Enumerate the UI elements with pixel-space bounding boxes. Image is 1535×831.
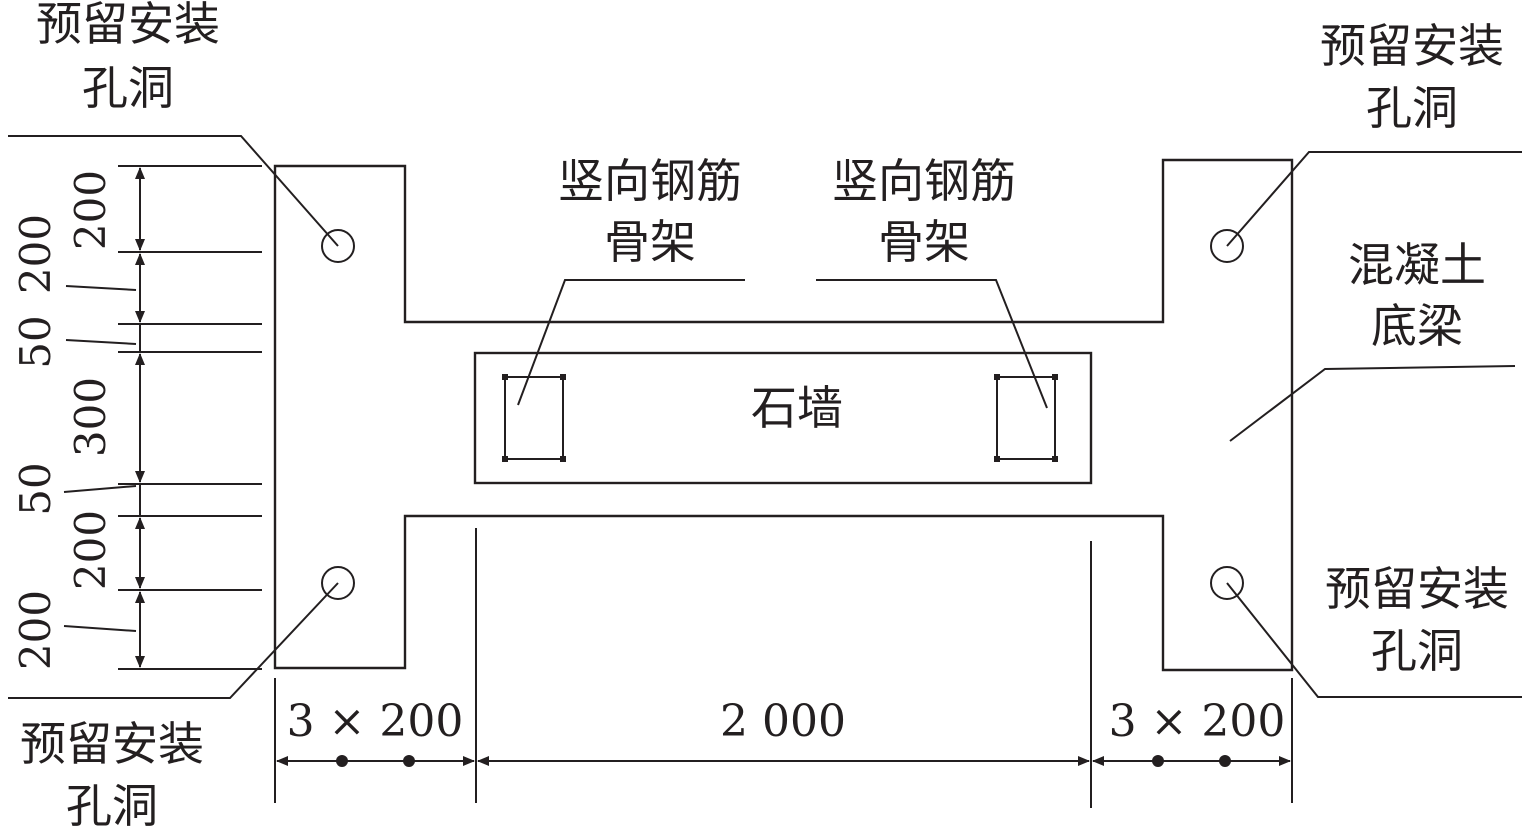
svg-text:200: 200 bbox=[11, 590, 60, 670]
rebar-cage-left bbox=[502, 374, 566, 462]
label-rebar-right: 竖向钢筋 骨架 bbox=[832, 154, 1016, 269]
svg-text:预留安装: 预留安装 bbox=[1325, 562, 1509, 616]
svg-text:预留安装: 预留安装 bbox=[36, 0, 220, 51]
installation-hole-top-left bbox=[321, 229, 355, 263]
stone-wall-outline bbox=[473, 351, 1093, 485]
svg-text:3 × 200: 3 × 200 bbox=[1109, 696, 1286, 747]
svg-text:预留安装: 预留安装 bbox=[20, 717, 204, 771]
concrete-beam-outline bbox=[273, 158, 1294, 672]
svg-text:孔洞: 孔洞 bbox=[1366, 81, 1458, 135]
svg-text:200: 200 bbox=[11, 214, 60, 294]
svg-text:3 × 200: 3 × 200 bbox=[287, 696, 464, 747]
svg-text:孔洞: 孔洞 bbox=[66, 779, 158, 831]
installation-hole-top-right bbox=[1210, 229, 1244, 263]
leader-concrete-beam bbox=[1229, 365, 1516, 442]
label-hole-top-left: 预留安装 孔洞 bbox=[36, 0, 220, 115]
svg-text:底梁: 底梁 bbox=[1371, 299, 1463, 353]
installation-hole-bottom-right bbox=[1210, 566, 1244, 600]
bottom-dimension-texts: 3 × 200 2 000 3 × 200 bbox=[287, 696, 1286, 747]
bottom-dimension-line bbox=[276, 755, 1291, 767]
leader-rebar-left bbox=[517, 279, 745, 406]
leader-hole-bottom-right bbox=[1226, 582, 1522, 698]
label-rebar-left: 竖向钢筋 骨架 bbox=[558, 154, 742, 269]
label-hole-bottom-right: 预留安装 孔洞 bbox=[1325, 562, 1509, 678]
svg-text:竖向钢筋: 竖向钢筋 bbox=[558, 154, 742, 208]
svg-text:孔洞: 孔洞 bbox=[82, 61, 174, 115]
svg-text:混凝土: 混凝土 bbox=[1348, 238, 1486, 292]
leader-hole-bottom-left bbox=[8, 582, 339, 699]
svg-text:50: 50 bbox=[11, 462, 60, 515]
svg-text:2 000: 2 000 bbox=[720, 696, 846, 747]
rebar-cage-right bbox=[994, 374, 1058, 462]
svg-text:孔洞: 孔洞 bbox=[1371, 624, 1463, 678]
svg-text:骨架: 骨架 bbox=[878, 215, 970, 269]
svg-text:竖向钢筋: 竖向钢筋 bbox=[832, 154, 1016, 208]
svg-text:200: 200 bbox=[66, 510, 115, 590]
label-hole-top-right: 预留安装 孔洞 bbox=[1320, 19, 1504, 135]
bottom-dimension-extension-lines bbox=[274, 528, 1293, 808]
leader-rebar-right bbox=[816, 279, 1048, 409]
left-dimension-line bbox=[63, 167, 145, 668]
label-stone-wall: 石墙 bbox=[751, 381, 843, 435]
installation-hole-bottom-left bbox=[321, 566, 355, 600]
svg-text:200: 200 bbox=[66, 170, 115, 250]
svg-text:骨架: 骨架 bbox=[604, 215, 696, 269]
leader-hole-top-left bbox=[8, 135, 339, 247]
left-dimension-extension-lines bbox=[118, 165, 262, 670]
label-concrete-beam: 混凝土 底梁 bbox=[1348, 238, 1486, 353]
svg-text:300: 300 bbox=[66, 377, 115, 457]
left-dimension-texts: 200 200 50 300 50 200 200 bbox=[11, 170, 115, 670]
svg-text:预留安装: 预留安装 bbox=[1320, 19, 1504, 73]
leader-hole-top-right bbox=[1226, 151, 1522, 247]
svg-text:50: 50 bbox=[11, 315, 60, 368]
label-hole-bottom-left: 预留安装 孔洞 bbox=[20, 717, 204, 831]
